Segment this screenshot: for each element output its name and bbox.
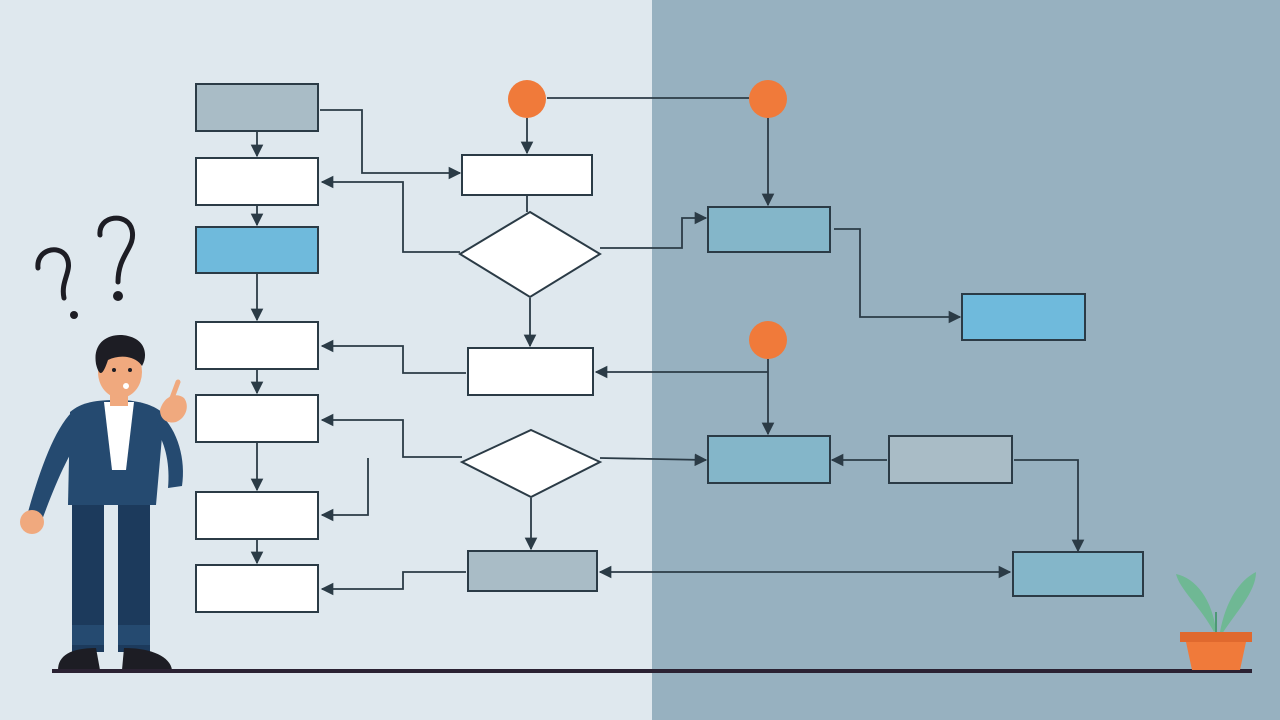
connector: [834, 228, 962, 324]
question-mark-icon: [35, 247, 71, 301]
start-node-icon: [508, 80, 546, 118]
process-box: [195, 83, 319, 132]
start-node-icon: [749, 80, 787, 118]
background-right-panel: [652, 0, 1280, 720]
connector: [320, 413, 462, 458]
connector: [1014, 459, 1085, 553]
question-mark-dot: [113, 291, 123, 301]
decision-diamond: [459, 428, 603, 499]
connector: [599, 453, 708, 467]
left-column-steps: [195, 83, 319, 613]
start-node-icon: [749, 321, 787, 359]
connector: [600, 211, 708, 249]
orange-nodes: [508, 80, 787, 359]
process-box: [195, 491, 319, 540]
process-box: [461, 154, 593, 196]
connector: [320, 571, 466, 596]
process-box: [467, 550, 598, 592]
connector: [320, 175, 460, 253]
process-box: [195, 226, 319, 274]
process-box: [961, 293, 1086, 341]
process-box: [707, 435, 831, 484]
process-box: [467, 347, 594, 396]
right-side-steps: [707, 206, 1144, 597]
decision-diamond: [458, 210, 602, 299]
process-box: [195, 157, 319, 206]
process-box: [195, 394, 319, 443]
middle-column-steps: [458, 154, 603, 592]
process-box: [707, 206, 831, 253]
potted-plant-icon: [1176, 572, 1256, 670]
process-box: [1012, 551, 1144, 597]
process-box: [195, 564, 319, 613]
question-mark-dot: [70, 311, 78, 319]
confused-person: [20, 335, 187, 670]
connector: [320, 339, 466, 374]
process-box: [888, 435, 1013, 484]
process-box: [195, 321, 319, 370]
connector: [320, 458, 369, 522]
question-marks: [35, 215, 136, 319]
connector: [320, 109, 462, 180]
question-mark-icon: [97, 215, 136, 285]
connectors: [250, 97, 1085, 596]
